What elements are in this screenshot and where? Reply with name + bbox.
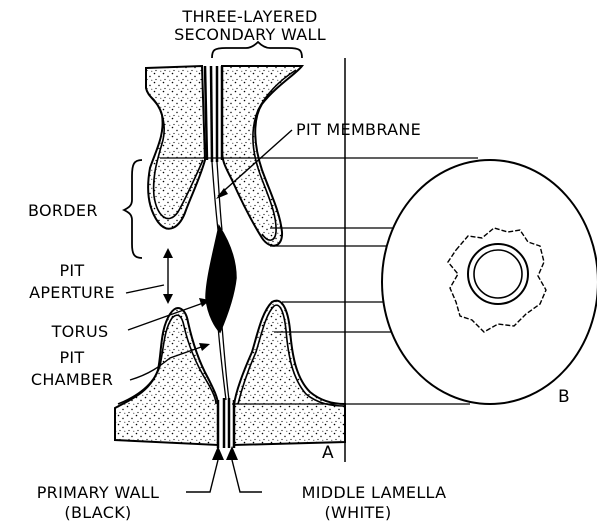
- label-border: BORDER: [28, 201, 98, 220]
- arrowhead-aperture-top: [163, 248, 173, 258]
- pointer-pit-aperture: [126, 285, 164, 293]
- label-middle-lamella-white: (WHITE): [324, 503, 391, 522]
- label-secondary-wall: SECONDARY WALL: [174, 25, 326, 44]
- face-view-b: [382, 160, 597, 404]
- pointer-primary-wall: [186, 460, 218, 492]
- pit-aperture-opening: [474, 250, 522, 298]
- label-primary-wall-black: (BLACK): [64, 503, 131, 522]
- arrowhead-aperture-bottom: [163, 294, 173, 304]
- label-pit-aperture-1: PIT: [59, 261, 84, 280]
- arrowhead-middle-lamella: [226, 446, 238, 460]
- label-pit-chamber-2: CHAMBER: [31, 370, 113, 389]
- label-view-b: B: [558, 387, 570, 407]
- middle-lamella-lower: [218, 398, 234, 448]
- brace-border: [124, 160, 142, 258]
- middle-lamella-upper: [205, 66, 222, 162]
- secondary-wall-lower-right: [234, 301, 345, 445]
- label-primary-wall: PRIMARY WALL: [37, 483, 160, 502]
- label-middle-lamella: MIDDLE LAMELLA: [302, 483, 447, 502]
- label-torus: TORUS: [51, 322, 109, 341]
- label-view-a: A: [322, 443, 334, 463]
- brace-secondary-wall: [212, 42, 302, 58]
- torus: [206, 226, 236, 332]
- label-three-layered: THREE-LAYERED: [181, 7, 317, 26]
- pointer-middle-lamella: [232, 460, 262, 492]
- arrowhead-pit-membrane: [216, 188, 228, 199]
- arrowhead-pit-chamber: [199, 343, 210, 351]
- label-pit-aperture-2: APERTURE: [29, 283, 115, 302]
- label-pit-chamber-1: PIT: [59, 348, 84, 367]
- arrowhead-primary-wall: [212, 446, 224, 460]
- label-pit-membrane: PIT MEMBRANE: [296, 120, 421, 139]
- secondary-wall-upper-left: [146, 66, 205, 229]
